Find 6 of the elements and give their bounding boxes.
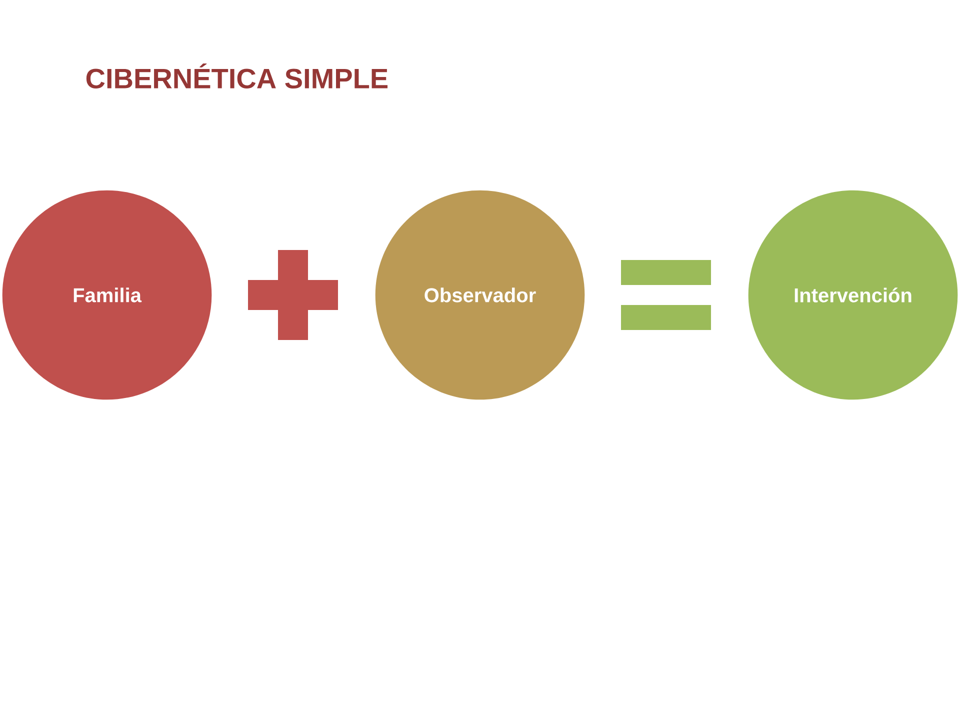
circle-node: Familia: [2, 190, 212, 400]
title: CIBERNÉTICA SIMPLE: [86, 63, 388, 89]
circle-node: Observador: [375, 190, 585, 400]
equals-sign: [621, 260, 711, 330]
circle-node: Intervención: [748, 190, 958, 400]
plus-sign: [248, 250, 338, 340]
